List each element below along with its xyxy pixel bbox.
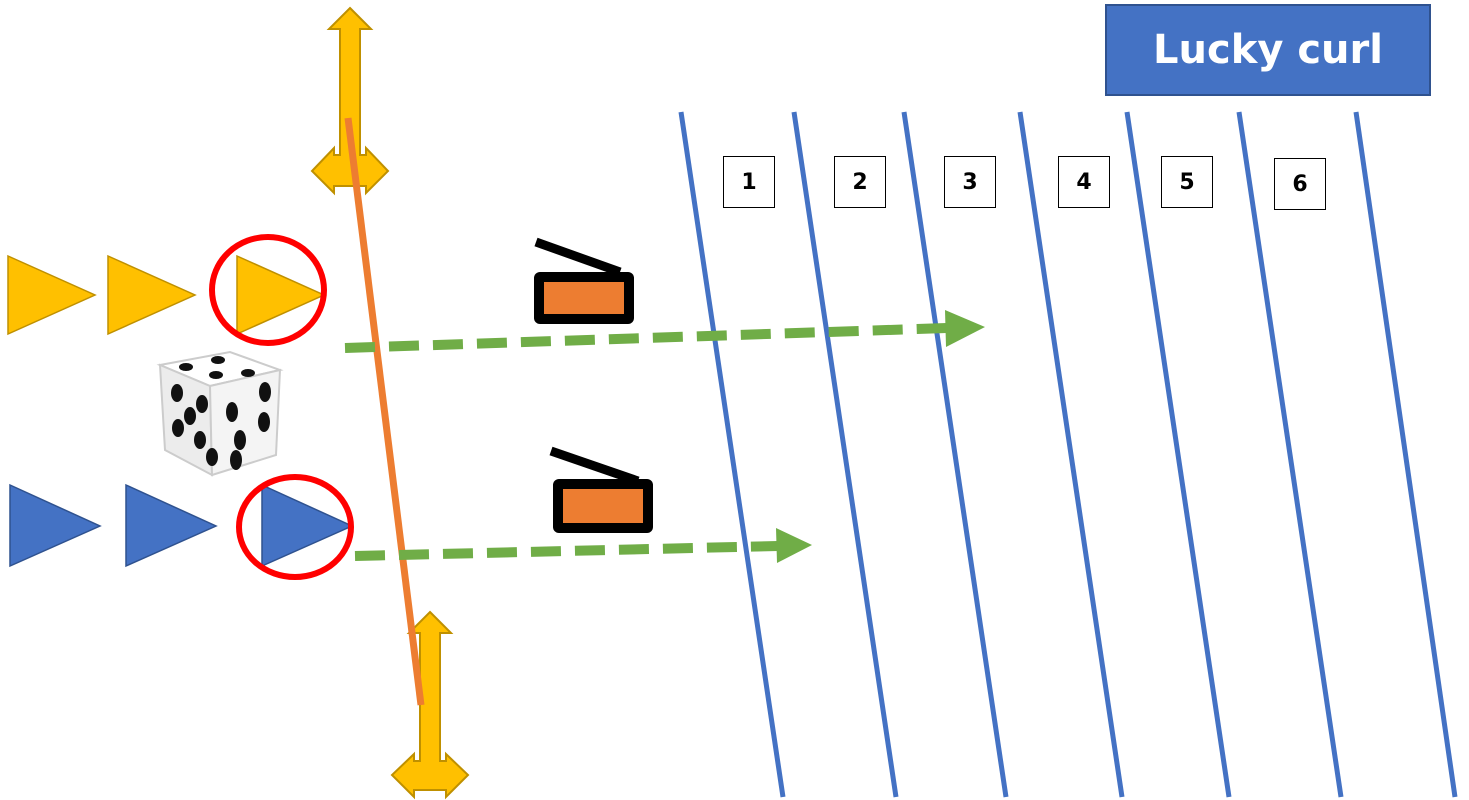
yellow-trajectory-arrowhead — [945, 310, 985, 347]
trajectories — [344, 310, 985, 563]
yellow-stone-3 — [236, 254, 326, 336]
blue-stone-2 — [125, 483, 218, 568]
yellow-stone-2 — [107, 254, 197, 336]
lane-lines — [678, 111, 1458, 798]
blue-stone-1 — [9, 483, 102, 568]
yellow-selection-ring — [209, 234, 327, 346]
lane-line-2 — [791, 111, 899, 798]
blue-trajectory-arrowhead — [776, 528, 812, 563]
blue-team-stones — [9, 474, 354, 580]
lane-label-3: 3 — [944, 156, 996, 208]
lane-line-1 — [678, 111, 786, 798]
yellow-stone-1 — [7, 254, 97, 336]
pivot-line — [344, 117, 425, 706]
top-double-arrow-icon — [310, 6, 390, 196]
lane-label-6: 6 — [1274, 158, 1326, 210]
blue-stone-3 — [261, 483, 354, 568]
title-banner: Lucky curl — [1105, 4, 1431, 96]
lane-line-5 — [1124, 111, 1232, 798]
top-sweeper-icon — [534, 237, 634, 324]
blue-trajectory-arrow — [354, 541, 779, 561]
die-icon — [156, 350, 284, 477]
blue-selection-ring — [236, 474, 354, 580]
lane-label-4: 4 — [1058, 156, 1110, 208]
yellow-team-stones — [7, 234, 327, 346]
title-text: Lucky curl — [1153, 27, 1383, 73]
bottom-sweeper-icon — [549, 446, 653, 533]
lane-line-6 — [1236, 111, 1344, 798]
lane-label-1: 1 — [723, 156, 775, 208]
lane-line-7 — [1353, 111, 1458, 798]
lane-line-3 — [901, 111, 1009, 798]
yellow-trajectory-arrow — [344, 323, 949, 353]
lane-line-4 — [1017, 111, 1125, 798]
bottom-double-arrow-icon — [390, 610, 470, 800]
lane-label-5: 5 — [1161, 156, 1213, 208]
lane-label-2: 2 — [834, 156, 886, 208]
